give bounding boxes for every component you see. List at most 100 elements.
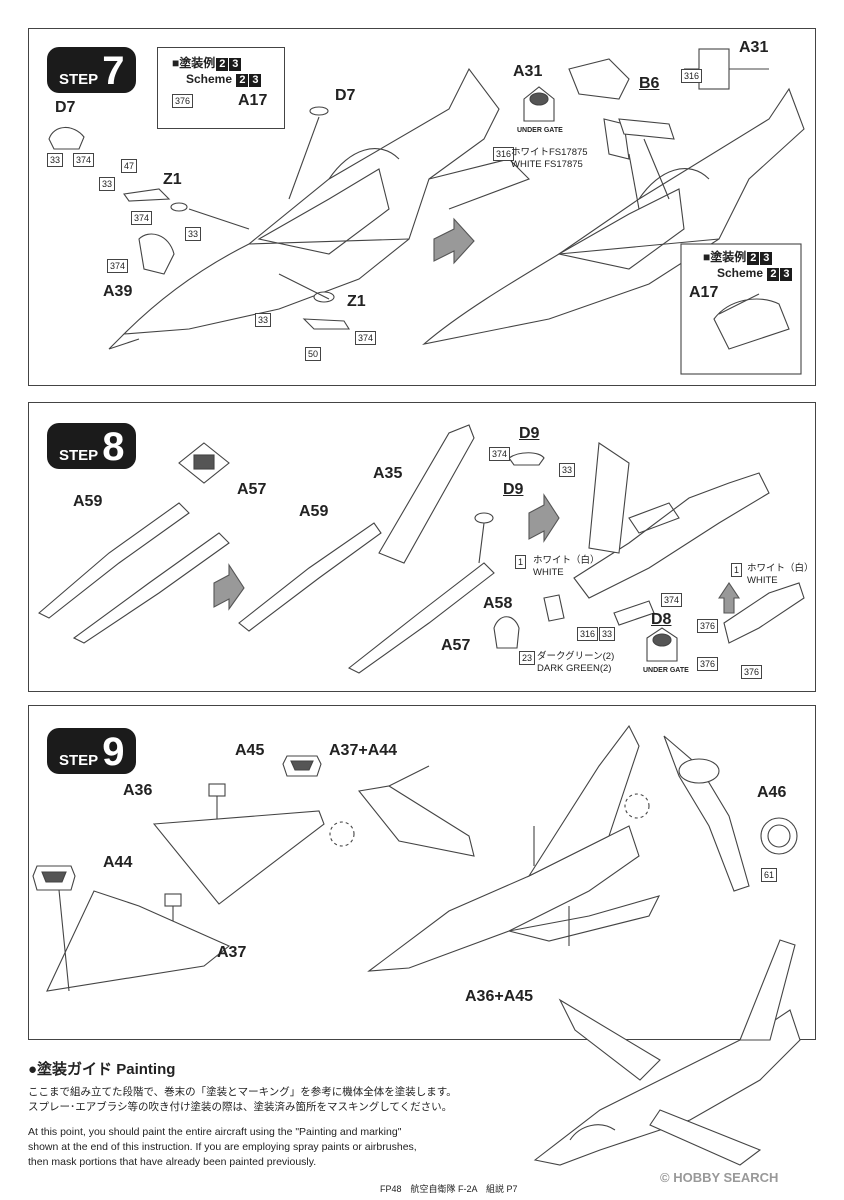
under-gate-badge: UNDER GATE (517, 127, 563, 134)
painting-jp-text: ここまで組み立てた段階で、巻末の「塗装とマーキング」を参考に機体全体を塗装します… (28, 1085, 548, 1115)
scheme-num: 3 (780, 268, 793, 281)
page-footer: FP48 航空自衛隊 F-2A 組説 P7 (380, 1184, 518, 1194)
step-number: 7 (102, 49, 125, 93)
code-box: 316 (577, 627, 599, 641)
scheme-title-jp: ■塗装例 (172, 56, 216, 70)
scheme-title-jp: ■塗装例 (703, 250, 747, 264)
part-label: Z1 (163, 171, 182, 188)
step-word: STEP (59, 447, 99, 464)
paint-note-jp: ダークグリーン(2) (537, 651, 615, 662)
painting-en-line: shown at the end of this instruction. If… (28, 1141, 417, 1153)
code-box: 50 (305, 347, 322, 361)
code-box: 316 (493, 147, 515, 161)
step-word: STEP (59, 752, 99, 769)
code-box: 374 (661, 593, 683, 607)
part-label: D7 (335, 87, 356, 104)
scheme-num: 2 (216, 58, 229, 71)
watermark: © HOBBY SEARCH (660, 1170, 779, 1185)
step9-badge: STEP 9 (47, 728, 137, 774)
paint-note-jp: ホワイト（白） (747, 563, 814, 574)
step-number: 9 (102, 730, 125, 774)
under-gate-badge: UNDER GATE (643, 667, 689, 674)
code-box: 33 (99, 177, 116, 191)
part-label: A57 (441, 637, 471, 654)
step8-badge: STEP 8 (47, 423, 137, 469)
part-label: A31 (739, 39, 769, 56)
painting-jp-line: スプレー･エアブラシ等の吹き付け塗装の際は、塗装済み箇所をマスキングしてください… (28, 1101, 453, 1113)
code-box: 23 (519, 651, 536, 665)
scheme-num: 3 (249, 74, 262, 87)
scheme-num: 3 (229, 58, 242, 71)
part-label: Z1 (347, 293, 366, 310)
code-box: 374 (355, 331, 377, 345)
step7-badge: STEP 7 (47, 47, 137, 93)
step8-drawing (38, 424, 805, 674)
painting-guide: ●塗装ガイド Painting ここまで組み立てた段階で、巻末の「塗装とマーキン… (28, 1058, 548, 1170)
painting-jp-line: ここまで組み立てた段階で、巻末の「塗装とマーキング」を参考に機体全体を塗装します… (28, 1086, 457, 1098)
code-box: 1 (515, 555, 527, 569)
painting-heading: ●塗装ガイド Painting (28, 1061, 176, 1078)
scheme-num: 3 (760, 252, 773, 265)
step8-panel: STEP 8 A59 A57 A59 A35 A57 D9 374 33 D9 … (28, 402, 816, 692)
part-label: A31 (513, 63, 543, 80)
part-label: A59 (73, 493, 103, 510)
part-label: D8 (651, 611, 672, 628)
paint-note-en: DARK GREEN(2) (537, 663, 612, 674)
code-box: 376 (697, 619, 719, 633)
part-label: A46 (757, 784, 787, 801)
part-label: A57 (237, 481, 267, 498)
part-label: A39 (103, 283, 133, 300)
code-box: 1 (731, 563, 743, 577)
code-box: 33 (599, 627, 616, 641)
part-label: A44 (103, 854, 133, 871)
painting-en-text: At this point, you should paint the enti… (28, 1125, 548, 1170)
part-label: B6 (639, 75, 660, 92)
part-label: D7 (55, 99, 76, 116)
part-label: D9 (519, 425, 540, 442)
paint-note-jp: ホワイト（白） (533, 555, 600, 566)
code-box: 376 (172, 94, 194, 108)
painting-en-line: At this point, you should paint the enti… (28, 1126, 402, 1138)
paint-note-en: WHITE (747, 575, 778, 586)
painting-en-line: then mask portions that have already bee… (28, 1156, 317, 1168)
part-label: A36 (123, 782, 153, 799)
part-label: A59 (299, 503, 329, 520)
step9-panel: STEP 9 A45 A37+A44 A36 A44 A37 A46 61 A3… (28, 705, 816, 1040)
part-label: A17 (238, 92, 268, 109)
part-label: A35 (373, 465, 403, 482)
code-box: 374 (131, 211, 153, 225)
code-box: 47 (121, 159, 138, 173)
step-word: STEP (59, 71, 99, 88)
code-box: 376 (741, 665, 763, 679)
part-label: A17 (689, 284, 719, 301)
code-box: 316 (681, 69, 703, 83)
scheme-num: 2 (236, 74, 249, 87)
step-number: 8 (102, 425, 125, 469)
step7-drawing (48, 48, 805, 375)
code-box: 374 (73, 153, 95, 167)
code-box: 376 (697, 657, 719, 671)
scheme-num: 2 (747, 252, 760, 265)
code-box: 374 (107, 259, 129, 273)
part-label: D9 (503, 481, 524, 498)
paint-note-jp: ホワイトFS17875 (511, 147, 588, 158)
paint-note-en: WHITE (533, 567, 564, 578)
part-label: A36+A45 (465, 988, 534, 1005)
paint-note-en: WHITE FS17875 (511, 159, 583, 170)
step9-drawing (32, 724, 798, 992)
code-box: 33 (47, 153, 64, 167)
scheme-num: 2 (767, 268, 780, 281)
code-box: 33 (559, 463, 576, 477)
part-label: A45 (235, 742, 265, 759)
code-box: 33 (185, 227, 202, 241)
part-label: A58 (483, 595, 513, 612)
code-box: 61 (761, 868, 778, 882)
code-box: 33 (255, 313, 272, 327)
code-box: 374 (489, 447, 511, 461)
scheme-title-en: Scheme (717, 266, 764, 280)
part-label: A37+A44 (329, 742, 398, 759)
scheme-title-en: Scheme (186, 72, 233, 86)
